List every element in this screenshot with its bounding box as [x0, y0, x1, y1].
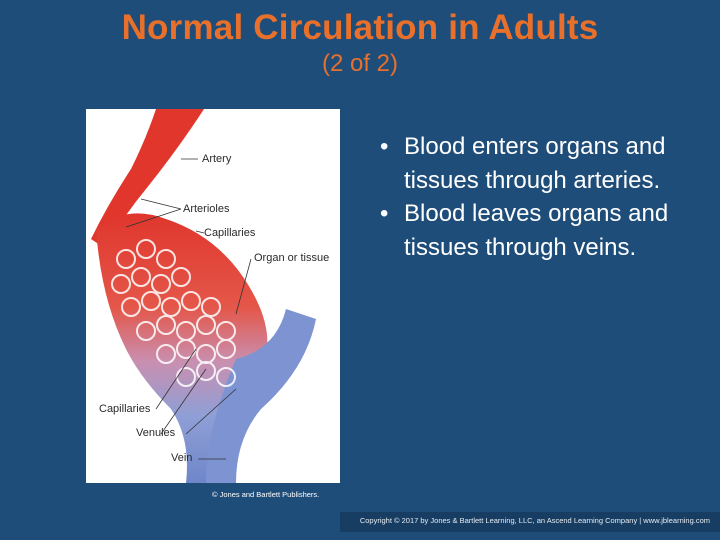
circulation-figure: Artery Arterioles Capillaries Organ or t…	[86, 109, 340, 483]
artery-shape	[91, 109, 204, 249]
label-organ: Organ or tissue	[254, 252, 330, 264]
bullet-item: • Blood leaves organs and tissues throug…	[380, 197, 700, 264]
label-vein: Vein	[171, 452, 193, 464]
footer-copyright: Copyright © 2017 by Jones & Bartlett Lea…	[359, 516, 710, 525]
bullet-marker: •	[380, 133, 389, 160]
label-capillaries-top: Capillaries	[204, 227, 256, 239]
label-artery: Artery	[202, 153, 232, 165]
vein-shape	[206, 309, 316, 483]
slide-subtitle: (2 of 2)	[321, 50, 399, 77]
bullet-item: • Blood enters organs and tissues throug…	[380, 130, 700, 197]
bullet-text: Blood enters organs and tissues through …	[404, 133, 666, 194]
figure-copyright: © Jones and Bartlett Publishers.	[212, 490, 320, 499]
leader-lines	[125, 158, 252, 460]
circulation-illustration	[91, 109, 316, 483]
bullet-marker: •	[380, 200, 389, 227]
capillary-mesh	[111, 239, 236, 387]
bullet-list: • Blood enters organs and tissues throug…	[380, 130, 700, 264]
bullet-text: Blood leaves organs and tissues through …	[404, 200, 669, 261]
label-arterioles: Arterioles	[183, 203, 230, 215]
slide-title: Normal Circulation in Adults	[121, 8, 599, 47]
label-capillaries-bottom: Capillaries	[99, 403, 151, 415]
footer-bar	[340, 512, 720, 532]
label-venules: Venules	[136, 427, 176, 439]
